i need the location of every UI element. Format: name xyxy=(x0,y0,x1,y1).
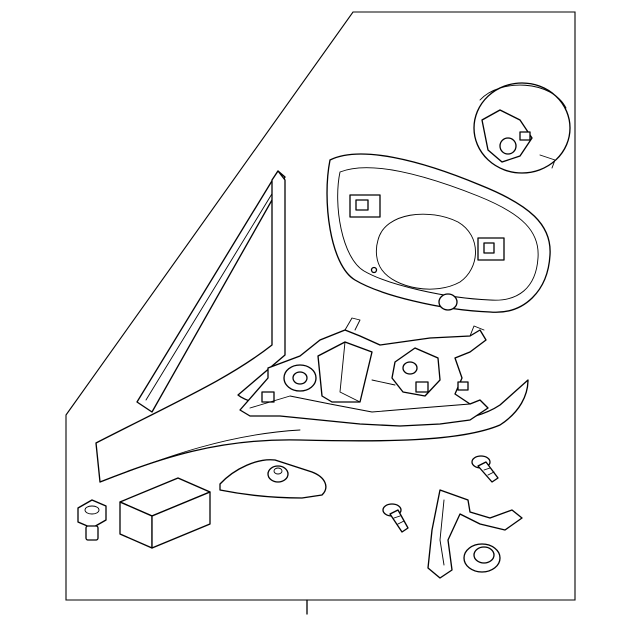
mirror-glass xyxy=(136,170,286,413)
mirror-frame xyxy=(326,153,551,313)
diagram-frame xyxy=(65,11,576,615)
screw xyxy=(382,503,409,533)
housing-base xyxy=(95,170,529,483)
foam-pad xyxy=(119,477,211,549)
gasket xyxy=(219,459,327,499)
bolt xyxy=(77,499,107,541)
screw xyxy=(471,455,499,483)
grommet xyxy=(463,543,501,573)
bracket xyxy=(427,489,523,579)
mirror-frame-assembly xyxy=(239,317,489,427)
turn-signal-lamp xyxy=(473,82,571,174)
